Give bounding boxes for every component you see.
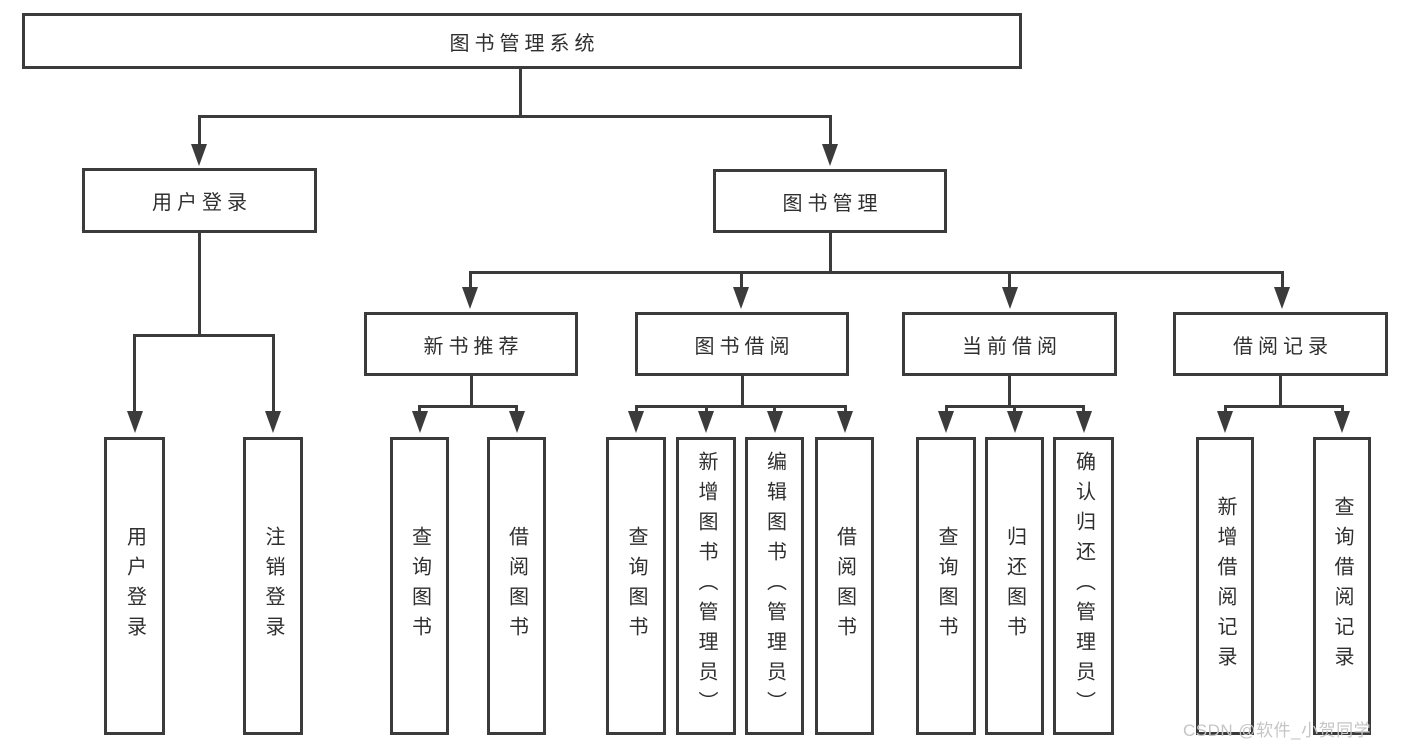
connector-current-s3 bbox=[1082, 405, 1085, 414]
leaf-query-books-borrowing: 查询图书 bbox=[606, 437, 666, 735]
node-current-borrowing: 当前借阅 bbox=[902, 312, 1117, 376]
arrowhead-book-borrowing bbox=[733, 287, 749, 309]
node-book-management-label: 图书管理 bbox=[782, 192, 883, 215]
node-book-borrowing-label: 图书借阅 bbox=[694, 335, 795, 358]
node-new-book-recommend-label: 新书推荐 bbox=[423, 335, 524, 358]
connector-recommend-bar bbox=[418, 405, 518, 408]
connector-l3-stem-1 bbox=[468, 271, 472, 288]
node-user-login: 用户登录 bbox=[82, 168, 317, 233]
node-book-borrowing: 图书借阅 bbox=[635, 312, 849, 376]
arrowhead-login-leaf2 bbox=[265, 411, 281, 433]
leaf-return-books: 归还图书 bbox=[985, 437, 1044, 735]
node-root-label: 图书管理系统 bbox=[449, 32, 600, 55]
arrowhead-current-leaf2 bbox=[1006, 411, 1023, 433]
connector-borrowing-s2 bbox=[704, 405, 708, 414]
arrowhead-login-leaf1 bbox=[126, 411, 143, 433]
connector-borrowing-s1 bbox=[634, 405, 638, 414]
arrowhead-current-leaf1 bbox=[938, 411, 954, 433]
connector-l3-stem-4 bbox=[1280, 271, 1284, 288]
connector-l3-stem-3 bbox=[1008, 271, 1011, 288]
arrowhead-records-leaf2 bbox=[1334, 411, 1350, 433]
connector-login-down bbox=[197, 232, 201, 337]
node-new-book-recommend: 新书推荐 bbox=[364, 312, 578, 376]
connector-mgmt-down bbox=[828, 233, 832, 274]
connector-current-down bbox=[1008, 375, 1011, 408]
connector-borrowing-s3 bbox=[773, 405, 776, 414]
node-borrow-records-label: 借阅记录 bbox=[1233, 335, 1333, 358]
arrowhead-user-login bbox=[191, 144, 207, 166]
connector-borrowing-s4 bbox=[843, 405, 847, 414]
connector-current-s2 bbox=[1013, 405, 1016, 414]
connector-borrowing-down bbox=[740, 375, 744, 408]
leaf-borrow-books-recommend: 借阅图书 bbox=[487, 437, 546, 735]
connector-current-s1 bbox=[944, 405, 948, 414]
connector-records-s2 bbox=[1340, 405, 1344, 414]
connector-login-leaf2-stem bbox=[271, 334, 275, 414]
leaf-add-borrow-record: 新增借阅记录 bbox=[1196, 437, 1254, 735]
connector-book-mgmt-stem bbox=[828, 115, 832, 146]
connector-login-bar bbox=[133, 334, 275, 337]
connector-level3-bar bbox=[468, 271, 1284, 274]
connector-borrowing-bar bbox=[634, 405, 847, 408]
arrowhead-records-leaf1 bbox=[1217, 411, 1233, 433]
node-book-management: 图书管理 bbox=[713, 169, 947, 233]
connector-recommend-s1 bbox=[418, 405, 421, 414]
arrowhead-current-borrowing bbox=[1001, 287, 1018, 309]
connector-records-bar bbox=[1223, 405, 1344, 408]
connector-level2-bar bbox=[197, 115, 832, 118]
connector-l3-stem-2 bbox=[739, 271, 743, 288]
leaf-borrow-books: 借阅图书 bbox=[815, 437, 874, 735]
arrowhead-recommend-leaf2 bbox=[508, 411, 525, 433]
arrowhead-borrowing-leaf4 bbox=[837, 411, 853, 433]
leaf-logout: 注销登录 bbox=[243, 437, 303, 735]
node-user-login-label: 用户登录 bbox=[152, 192, 252, 214]
connector-recommend-s2 bbox=[515, 405, 518, 414]
arrowhead-current-leaf3 bbox=[1075, 411, 1092, 433]
leaf-confirm-return-admin: 确认归还（管理员） bbox=[1053, 437, 1114, 735]
arrowhead-new-book-recommend bbox=[462, 287, 478, 309]
leaf-user-login: 用户登录 bbox=[104, 437, 165, 735]
node-current-borrowing-label: 当前借阅 bbox=[962, 335, 1062, 358]
leaf-query-borrow-record: 查询借阅记录 bbox=[1313, 437, 1371, 735]
leaf-edit-book-admin: 编辑图书（管理员） bbox=[745, 437, 804, 735]
connector-records-s1 bbox=[1223, 405, 1227, 414]
arrowhead-borrowing-leaf2 bbox=[698, 411, 714, 433]
arrowhead-book-mgmt bbox=[822, 144, 838, 166]
node-root: 图书管理系统 bbox=[22, 13, 1022, 69]
node-borrow-records: 借阅记录 bbox=[1173, 312, 1388, 376]
connector-records-down bbox=[1279, 375, 1282, 408]
arrowhead-borrowing-leaf1 bbox=[628, 411, 644, 433]
arrowhead-borrowing-leaf3b bbox=[766, 411, 783, 433]
connector-user-login-stem bbox=[197, 115, 201, 146]
csdn-watermark: CSDN @软件_小贺同学 bbox=[1183, 721, 1372, 740]
connector-login-leaf1-stem bbox=[133, 334, 136, 414]
leaf-add-book-admin: 新增图书（管理员） bbox=[676, 437, 736, 735]
arrowhead-borrow-records bbox=[1274, 287, 1290, 309]
arrowhead-recommend-leaf1 bbox=[411, 411, 428, 433]
connector-root-stem bbox=[519, 68, 522, 118]
connector-recommend-down bbox=[469, 375, 473, 408]
leaf-query-books-recommend: 查询图书 bbox=[390, 437, 449, 735]
leaf-query-books-current: 查询图书 bbox=[916, 437, 976, 735]
